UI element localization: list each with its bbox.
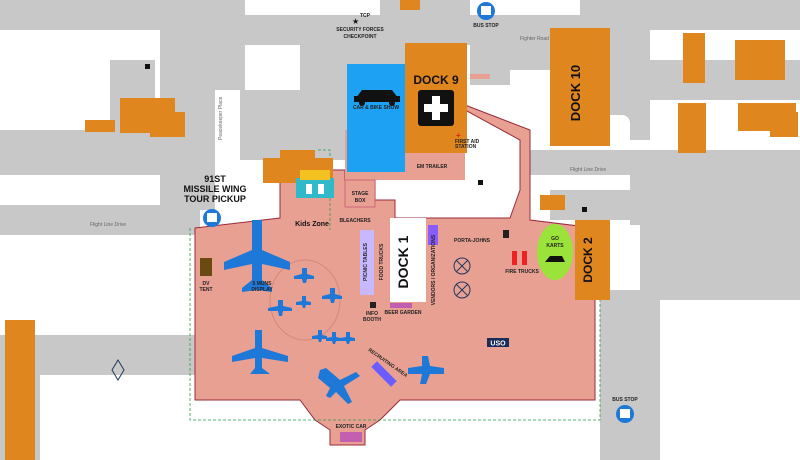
booth-label: BOOTH	[363, 317, 381, 323]
kids-zone-icon	[296, 170, 334, 198]
small-markers	[145, 64, 587, 212]
stage-label: STAGE	[352, 191, 370, 197]
checkpoint-label: CHECKPOINT	[343, 34, 376, 40]
beer-garden-label: BEER GARDEN	[385, 310, 422, 316]
go-kart-icon	[545, 256, 565, 262]
dock9-label: DOCK 9	[413, 73, 459, 87]
info-booth	[370, 302, 376, 308]
event-boundary	[189, 149, 601, 421]
go-label: GO	[551, 236, 559, 242]
bus-icon	[203, 2, 634, 423]
compass-rose	[111, 359, 125, 381]
bleachers-label: BLEACHERS	[339, 218, 371, 224]
em-trailer-label: EM TRAILER	[417, 164, 448, 170]
first-aid-label-2: STATION	[455, 144, 477, 150]
fire-truck-icon	[512, 251, 527, 265]
first-aid-label: FIRST AID	[455, 139, 480, 145]
missile-wing-label-2: MISSILE WING	[184, 184, 247, 194]
fighter-road-label: Fighter Road	[520, 36, 549, 42]
go-karts-area	[537, 224, 573, 280]
flight-line-drive-right-label: Flight Line Drive	[570, 167, 606, 173]
porta-johns-marker	[503, 230, 509, 238]
car-bike-show-area	[347, 64, 405, 172]
muns-label-2: DISPLAY	[251, 287, 273, 293]
security-label: SECURITY FORCES	[336, 27, 384, 33]
exotic-car-label: EXOTIC CAR	[336, 424, 367, 430]
bus-stop-label-top: BUS STOP	[473, 23, 499, 29]
missile-wing-label-3: TOUR PICKUP	[184, 194, 246, 204]
vendors-strip	[428, 225, 438, 245]
porta-johns-label: PORTA-JOHNS	[454, 238, 491, 244]
car-icon	[354, 90, 400, 106]
box-label: BOX	[355, 198, 367, 204]
food-trucks-label: FOOD TRUCKS	[379, 243, 385, 280]
peacekeeper-place-label: Peacekeeper Place	[218, 96, 224, 140]
karts-label: KARTS	[546, 243, 564, 249]
picnic-tables-label: PICNIC TABLES	[363, 242, 369, 281]
uso-label: USO	[490, 341, 506, 348]
cross-icon	[418, 90, 454, 126]
recruiting-area	[371, 361, 397, 387]
exotic-car-area	[340, 432, 362, 442]
first-aid-icon: +	[456, 131, 461, 140]
beer-garden	[390, 303, 412, 308]
vendors-label: VENDORS / ORGANIZATIONS	[431, 234, 437, 305]
dock10-label: DOCK 10	[568, 65, 583, 121]
bus-stop-label-bottom: BUS STOP	[612, 397, 638, 403]
tcp-label: TCP	[360, 13, 371, 19]
em-trailer-box	[470, 74, 490, 79]
taxiway-loop	[269, 259, 341, 341]
buildings	[5, 0, 798, 460]
dv-label: DV	[203, 281, 211, 287]
dock1-label: DOCK 1	[395, 235, 411, 288]
muns-label-1: 5 MUNS	[253, 281, 273, 287]
kids-zone-label: Kids Zone	[295, 221, 329, 228]
airplane-icon	[224, 220, 444, 404]
stage-box	[344, 179, 376, 208]
uso-booth	[487, 338, 509, 347]
dv-tent	[200, 258, 212, 276]
fire-trucks-label: FIRE TRUCKS	[505, 269, 539, 275]
picnic-tables-area	[360, 230, 374, 295]
car-bike-show-label: CAR & BIKE SHOW	[353, 105, 399, 111]
flight-line-drive-left-label: Flight Line Drive	[90, 222, 126, 228]
star-icon: ★	[352, 17, 359, 26]
missile-wing-label-1: 91ST	[204, 174, 226, 184]
tent-label: TENT	[199, 287, 212, 293]
info-label: INFO	[366, 311, 378, 317]
helicopter-icon	[453, 257, 471, 299]
dock1-building	[390, 218, 426, 302]
dock2-label: DOCK 2	[581, 237, 595, 283]
